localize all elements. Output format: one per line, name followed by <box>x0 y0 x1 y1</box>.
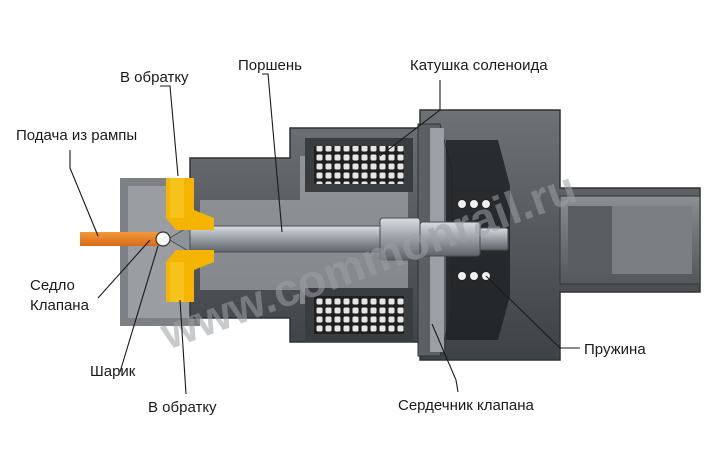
solenoid-coil <box>305 138 413 342</box>
piston <box>167 217 509 261</box>
label-ball: Шарик <box>90 363 136 380</box>
label-supply-from-rail: Подача из рампы <box>16 127 137 144</box>
label-valve-core: Сердечник клапана <box>398 397 535 414</box>
labels: В обратку Поршень Катушка соленоида Пода… <box>16 57 646 416</box>
label-return-top: В обратку <box>120 69 189 86</box>
label-spring: Пружина <box>584 341 646 358</box>
fuel-channels <box>80 178 214 302</box>
leader-lines <box>69 73 580 395</box>
electrical-connector <box>559 195 701 285</box>
label-valve-seat-line1: Седло <box>30 277 75 294</box>
spring-balls <box>457 199 491 281</box>
label-return-bottom: В обратку <box>148 399 217 416</box>
label-solenoid-coil: Катушка соленоида <box>410 57 548 74</box>
label-piston: Поршень <box>238 57 302 74</box>
valve-ball <box>155 231 171 247</box>
label-valve-seat-line2: Клапана <box>30 297 90 314</box>
